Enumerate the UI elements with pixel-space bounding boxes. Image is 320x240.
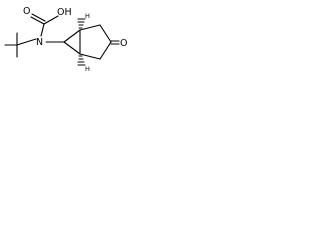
atom-label-stereo-h-upper: H — [85, 12, 90, 20]
bond-ring-to-carbonyl-lower — [99, 41, 112, 60]
bond-nitrogen-to-carbonyl — [40, 23, 45, 37]
atom-label-hydroxyl: OH — [57, 7, 72, 18]
atom-label-carbonyl-oxygen: O — [23, 6, 30, 17]
bond-tbu-to-nitrogen — [16, 38, 37, 46]
atom-label-stereo-h-lower: H — [85, 65, 90, 73]
bond-ring-to-carbonyl-upper — [99, 24, 112, 43]
bond-ring-lower-right — [79, 53, 101, 60]
chemical-structure-diagram: O OH N H H O — [4, 6, 127, 73]
carbamate-group — [30, 13, 59, 37]
atom-label-ketone-oxygen: O — [120, 38, 127, 49]
stereo-hash-lower — [77, 55, 86, 66]
bond-carbonyl-double-b — [31, 13, 46, 22]
bond-cyclopropane-upper — [63, 29, 81, 43]
bicyclohexanone-ring — [63, 24, 120, 60]
bond-carbonyl-double-a — [30, 16, 45, 25]
bond-ring-upper-right — [79, 24, 101, 31]
bond-carbonyl-to-hydroxyl — [43, 15, 59, 25]
atom-label-nitrogen: N — [36, 37, 43, 48]
bond-cyclopropane-lower — [63, 41, 81, 55]
stereo-hash-upper — [77, 18, 86, 29]
tert-butyl-group — [4, 32, 37, 58]
